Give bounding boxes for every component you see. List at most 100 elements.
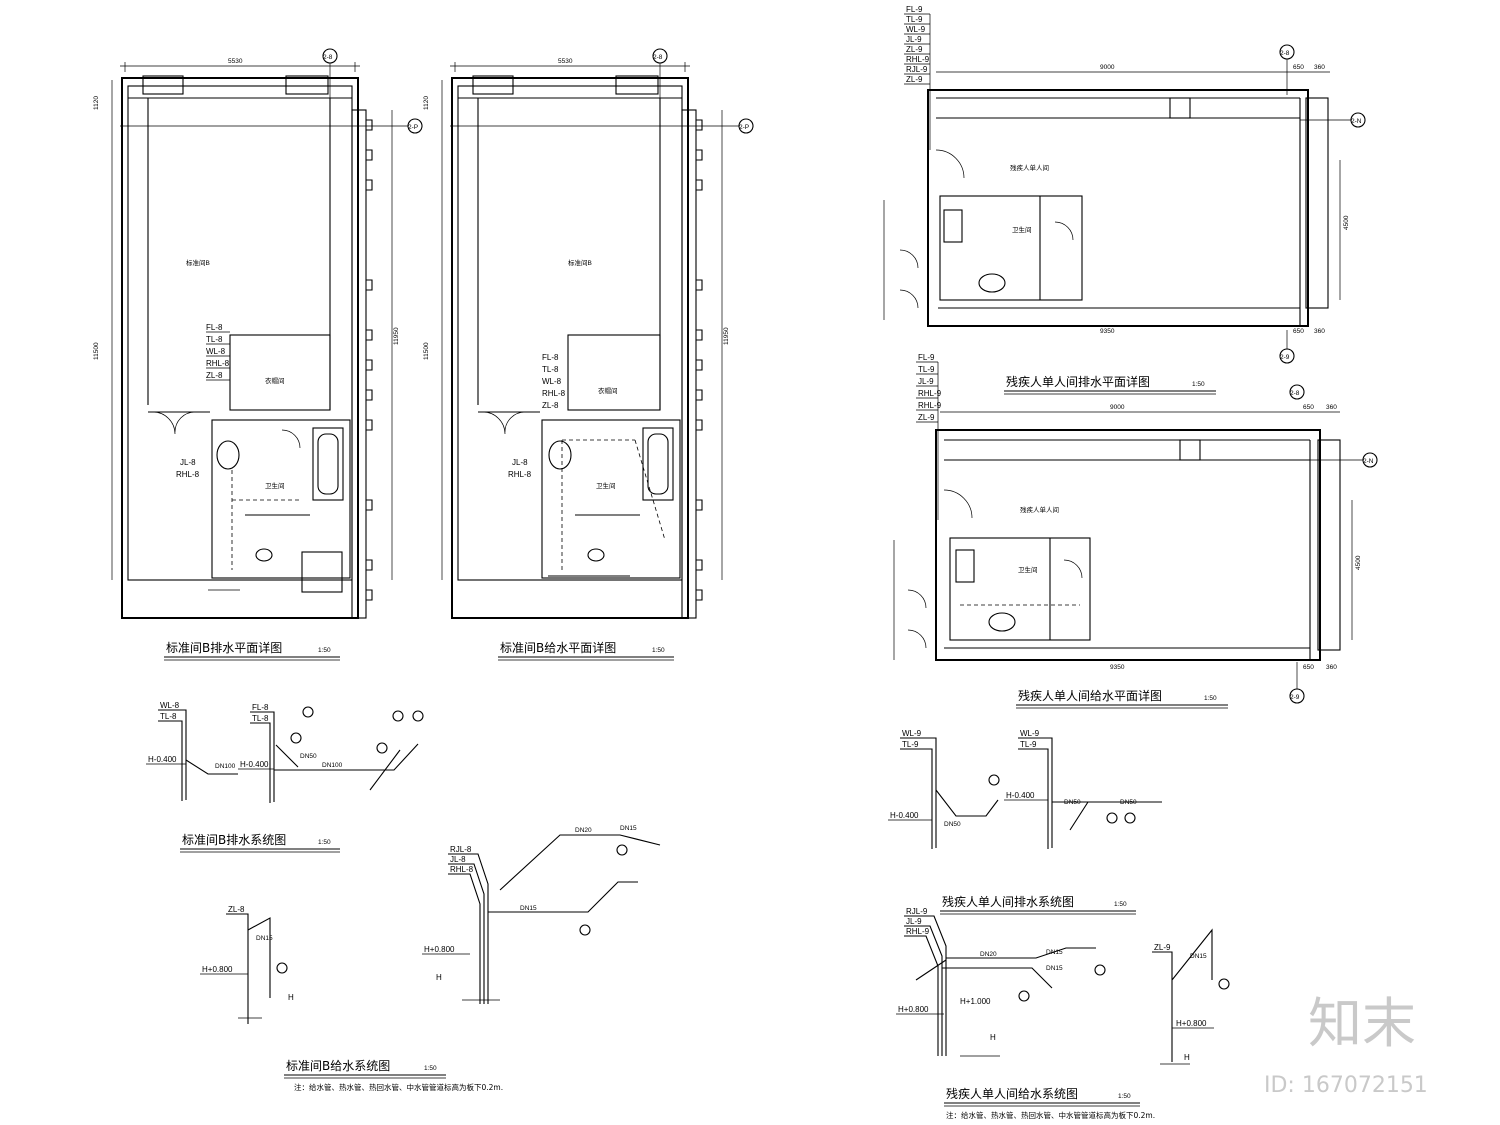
grid-bubble: 2-P bbox=[739, 124, 749, 131]
pipe-label: RHL-9 bbox=[918, 401, 942, 410]
elevation: H+1.000 bbox=[960, 997, 991, 1006]
pipe-label: TL-9 bbox=[902, 740, 919, 749]
dim: 650 bbox=[1303, 404, 1314, 411]
pipe-label: TL-9 bbox=[918, 365, 935, 374]
svg-text:残疾人单人间: 残疾人单人间 bbox=[1020, 505, 1059, 514]
elevation: H bbox=[1184, 1053, 1190, 1062]
pipe-label: RHL-8 bbox=[450, 865, 474, 874]
svg-text:1:50: 1:50 bbox=[424, 1065, 437, 1072]
grid-bubble: 2-P bbox=[408, 124, 418, 131]
title-s4: 残疾人单人间给水系统图 bbox=[946, 1086, 1078, 1101]
pipe-label: TL-8 bbox=[206, 335, 223, 344]
svg-text:1:50: 1:50 bbox=[1192, 381, 1205, 388]
pipe-label: FL-8 bbox=[542, 353, 559, 362]
elevation: H+0.800 bbox=[898, 1005, 929, 1014]
title-p1: 标准间B排水平面详图 bbox=[166, 640, 282, 655]
system-standard-drainage: WL-8 TL-8 H-0.400 DN100 FL-8 TL-8 H-0.40… bbox=[146, 701, 424, 853]
svg-text:1:50: 1:50 bbox=[1114, 901, 1127, 908]
dim-height: 4500 bbox=[1343, 215, 1350, 230]
pipe-size: DN50 bbox=[944, 821, 961, 828]
pipe-label: WL-8 bbox=[542, 377, 562, 386]
svg-text:卫生间: 卫生间 bbox=[1012, 225, 1032, 234]
pipe-label: TL-8 bbox=[160, 712, 177, 721]
pipe-label: FL-8 bbox=[252, 703, 269, 712]
svg-text:衣帽间: 衣帽间 bbox=[265, 376, 285, 385]
dim: 650 bbox=[1293, 328, 1304, 335]
dim-top: 1120 bbox=[93, 96, 100, 110]
pipe-label: RHL-8 bbox=[542, 389, 566, 398]
pipe-label: RJL-8 bbox=[450, 845, 472, 854]
svg-text:1:50: 1:50 bbox=[1118, 1093, 1131, 1100]
title-s2: 标准间B给水系统图 bbox=[286, 1059, 390, 1073]
grid-bubble: 2-9 bbox=[1290, 694, 1300, 701]
pipe-size: DN50 bbox=[1064, 799, 1081, 806]
note-s2: 注：给水管、热水管、热回水管、中水管管道标高为板下0.2m. bbox=[294, 1082, 503, 1092]
svg-text:标准间B: 标准间B bbox=[568, 258, 592, 267]
pipe-label: RHL-8 bbox=[206, 359, 230, 368]
pipe-label: WL-9 bbox=[902, 729, 922, 738]
elevation: H-0.400 bbox=[1006, 791, 1035, 800]
svg-text:1:50: 1:50 bbox=[318, 839, 331, 846]
svg-text:残疾人单人间: 残疾人单人间 bbox=[1010, 163, 1049, 172]
pipe-label: RHL-8 bbox=[176, 470, 200, 479]
pipe-size: DN20 bbox=[980, 951, 997, 958]
svg-text:衣帽间: 衣帽间 bbox=[598, 386, 618, 395]
dim-width: 5530 bbox=[228, 58, 243, 65]
pipe-label: TL-8 bbox=[252, 714, 269, 723]
title-s3: 残疾人单人间排水系统图 bbox=[942, 894, 1074, 909]
elevation: H bbox=[436, 973, 442, 982]
watermark-id: ID: 167072151 bbox=[1264, 1073, 1428, 1098]
dim-height: 11950 bbox=[393, 327, 400, 345]
pipe-label: FL-9 bbox=[906, 5, 923, 14]
pipe-size: DN50 bbox=[1120, 799, 1137, 806]
svg-text:1:50: 1:50 bbox=[652, 647, 665, 654]
title-p3: 残疾人单人间排水平面详图 bbox=[1006, 374, 1150, 389]
elevation: H+0.800 bbox=[202, 965, 233, 974]
system-accessible-supply: RJL-9 JL-9 RHL-9 DN20 DN15 DN15 H+1.000 … bbox=[896, 907, 1230, 1120]
pipe-size: DN100 bbox=[215, 763, 236, 770]
svg-text:卫生间: 卫生间 bbox=[265, 481, 285, 490]
pipe-label: ZL-9 bbox=[918, 413, 935, 422]
pipe-label: RJL-9 bbox=[906, 65, 928, 74]
system-accessible-drainage: WL-9 TL-9 H-0.400 DN50 WL-9 TL-9 H-0.400… bbox=[888, 729, 1162, 915]
pipe-size: DN100 bbox=[322, 762, 343, 769]
svg-text:1:50: 1:50 bbox=[318, 647, 331, 654]
dim-width: 9000 bbox=[1110, 404, 1125, 411]
pipe-label: TL-9 bbox=[906, 15, 923, 24]
elevation: H bbox=[990, 1033, 996, 1042]
plan-standard-supply: 5530 2-8 2-P 1120 11500 11950 标准间B 衣帽 bbox=[423, 48, 754, 661]
dim: 650 bbox=[1293, 64, 1304, 71]
grid-bubble: 2-8 bbox=[653, 54, 663, 61]
plan-accessible-supply: FL-9 TL-9 JL-9 RHL-9 RHL-9 ZL-9 2-8 9000… bbox=[893, 353, 1378, 709]
elevation: H-0.400 bbox=[890, 811, 919, 820]
pipe-label: TL-8 bbox=[542, 365, 559, 374]
grid-bubble: 2-8 bbox=[1290, 390, 1300, 397]
dim-height: 11500 bbox=[93, 342, 100, 360]
pipe-label: WL-9 bbox=[906, 25, 926, 34]
pipe-label: RHL-8 bbox=[508, 470, 532, 479]
elevation: H bbox=[288, 993, 294, 1002]
dim: 360 bbox=[1326, 404, 1337, 411]
pipe-label: RJL-9 bbox=[906, 907, 928, 916]
pipe-label: RHL-9 bbox=[918, 389, 942, 398]
elevation: H+0.800 bbox=[1176, 1019, 1207, 1028]
dim-top: 1120 bbox=[423, 96, 430, 110]
pipe-size: DN15 bbox=[256, 935, 273, 942]
pipe-label: JL-9 bbox=[906, 917, 922, 926]
pipe-label: WL-8 bbox=[206, 347, 226, 356]
pipe-label: JL-8 bbox=[450, 855, 466, 864]
grid-bubble: 2-8 bbox=[1280, 50, 1290, 57]
grid-bubble: 2-N bbox=[1363, 458, 1374, 465]
pipe-label: FL-9 bbox=[918, 353, 935, 362]
dim-height: 4500 bbox=[1355, 555, 1362, 570]
svg-text:卫生间: 卫生间 bbox=[596, 481, 616, 490]
dim-height: 11500 bbox=[423, 342, 430, 360]
pipe-size: DN15 bbox=[520, 905, 537, 912]
dim-width: 9000 bbox=[1100, 64, 1115, 71]
pipe-label: ZL-8 bbox=[542, 401, 559, 410]
elevation: H-0.400 bbox=[240, 760, 269, 769]
grid-bubble: 2-N bbox=[1351, 118, 1362, 125]
dim-width: 5530 bbox=[558, 58, 573, 65]
pipe-label: RHL-9 bbox=[906, 927, 930, 936]
